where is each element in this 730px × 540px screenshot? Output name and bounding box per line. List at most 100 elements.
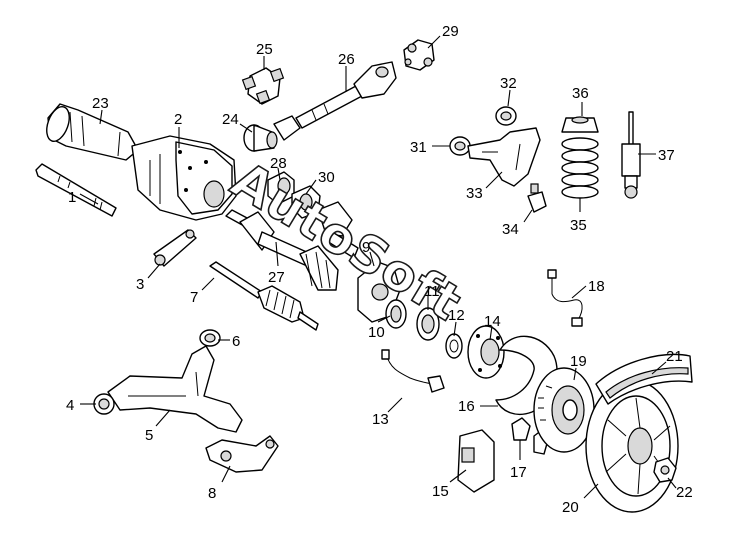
part-15-caliper [457,429,495,493]
callout-31: 31 [410,139,450,156]
callout-7: 7 [190,277,215,306]
svg-text:15: 15 [432,483,449,500]
part-27-cv-shaft [225,201,359,291]
callout-35: 35 [570,198,587,234]
callout-37: 37 [638,147,675,164]
part-2-differential-housing [131,135,237,221]
svg-text:20: 20 [562,499,579,516]
svg-text:9: 9 [362,239,370,256]
part-34-ball-joint [527,183,547,213]
callout-22: 22 [667,477,693,501]
callout-14: 14 [484,313,501,341]
callout-2: 2 [174,111,182,148]
part-11-bearing [416,307,440,341]
part-18-brake-hose [547,269,583,327]
part-12-seal [445,333,463,359]
part-29-flange-yoke [403,39,435,71]
svg-text:23: 23 [92,95,109,112]
svg-text:28: 28 [270,155,287,172]
callout-5: 5 [145,409,171,444]
svg-text:16: 16 [458,398,475,415]
svg-text:37: 37 [658,147,675,164]
svg-text:10: 10 [368,324,385,341]
part-31-bushing [449,136,471,156]
callout-20: 20 [562,483,599,516]
callout-30: 30 [305,169,335,195]
callout-33: 33 [466,171,503,202]
callout-13: 13 [372,397,403,428]
part-33-upper-control-arm [467,127,541,187]
svg-text:12: 12 [448,307,465,324]
svg-text:26: 26 [338,51,355,68]
svg-text:7: 7 [190,289,198,306]
part-10-hub [385,299,407,329]
svg-text:35: 35 [570,217,587,234]
part-4-bushing [93,393,115,415]
callout-1: 1 [68,189,99,206]
svg-text:21: 21 [666,348,683,365]
callout-28: 28 [270,155,287,181]
part-23-axle-tube [46,103,139,161]
callout-17: 17 [510,440,527,481]
svg-text:8: 8 [208,485,216,502]
callout-26: 26 [338,51,355,92]
callout-4: 4 [66,397,96,414]
svg-text:27: 27 [268,269,285,286]
part-32-bushing [495,106,517,126]
svg-text:25: 25 [256,41,273,58]
part-6-bushing [199,329,221,347]
svg-text:5: 5 [145,427,153,444]
svg-text:33: 33 [466,185,483,202]
callout-36: 36 [572,85,589,116]
part-8-steering-arm [205,435,279,473]
svg-text:22: 22 [676,484,693,501]
part-22-hub-nut [653,457,677,483]
callout-19: 19 [570,353,587,381]
part-13-abs-sensor [381,349,445,393]
callout-16: 16 [458,398,498,415]
part-28-bushing [267,171,295,205]
callout-11: 11 [424,283,440,310]
callout-29: 29 [427,23,459,49]
callout-34: 34 [502,209,533,238]
svg-text:2: 2 [174,111,182,128]
svg-text:4: 4 [66,397,74,414]
svg-text:14: 14 [484,313,501,330]
part-19-brake-disc [533,367,595,453]
part-35-coil-spring [561,137,599,199]
callout-9: 9 [362,239,375,267]
svg-text:18: 18 [588,278,605,295]
svg-text:34: 34 [502,221,519,238]
callout-21: 21 [651,348,683,375]
callout-3: 3 [136,263,161,293]
callout-25: 25 [256,41,273,70]
part-14-hub-flange [467,325,505,379]
part-24-flange [243,124,278,152]
svg-text:17: 17 [510,464,527,481]
callout-24: 24 [222,111,253,133]
part-21-wheel-arch [595,353,693,405]
part-26-propeller-shaft [273,61,397,141]
svg-text:24: 24 [222,111,239,128]
svg-text:19: 19 [570,353,587,370]
callout-6: 6 [218,333,240,350]
svg-text:36: 36 [572,85,589,102]
callout-18: 18 [571,278,605,299]
part-36-spring-seat [561,116,599,133]
part-37-shock-absorber [621,111,641,199]
svg-text:29: 29 [442,23,459,40]
part-20-wheel [585,379,679,513]
svg-text:30: 30 [318,169,335,186]
svg-text:31: 31 [410,139,427,156]
callout-27: 27 [268,241,285,286]
svg-text:13: 13 [372,411,389,428]
svg-text:6: 6 [232,333,240,350]
callout-12: 12 [448,307,465,337]
svg-text:3: 3 [136,276,144,293]
part-5-lower-control-arm [107,345,243,433]
svg-text:11: 11 [424,283,440,300]
svg-text:1: 1 [68,189,76,206]
part-7-drive-shaft [209,261,319,331]
callout-32: 32 [500,75,517,107]
